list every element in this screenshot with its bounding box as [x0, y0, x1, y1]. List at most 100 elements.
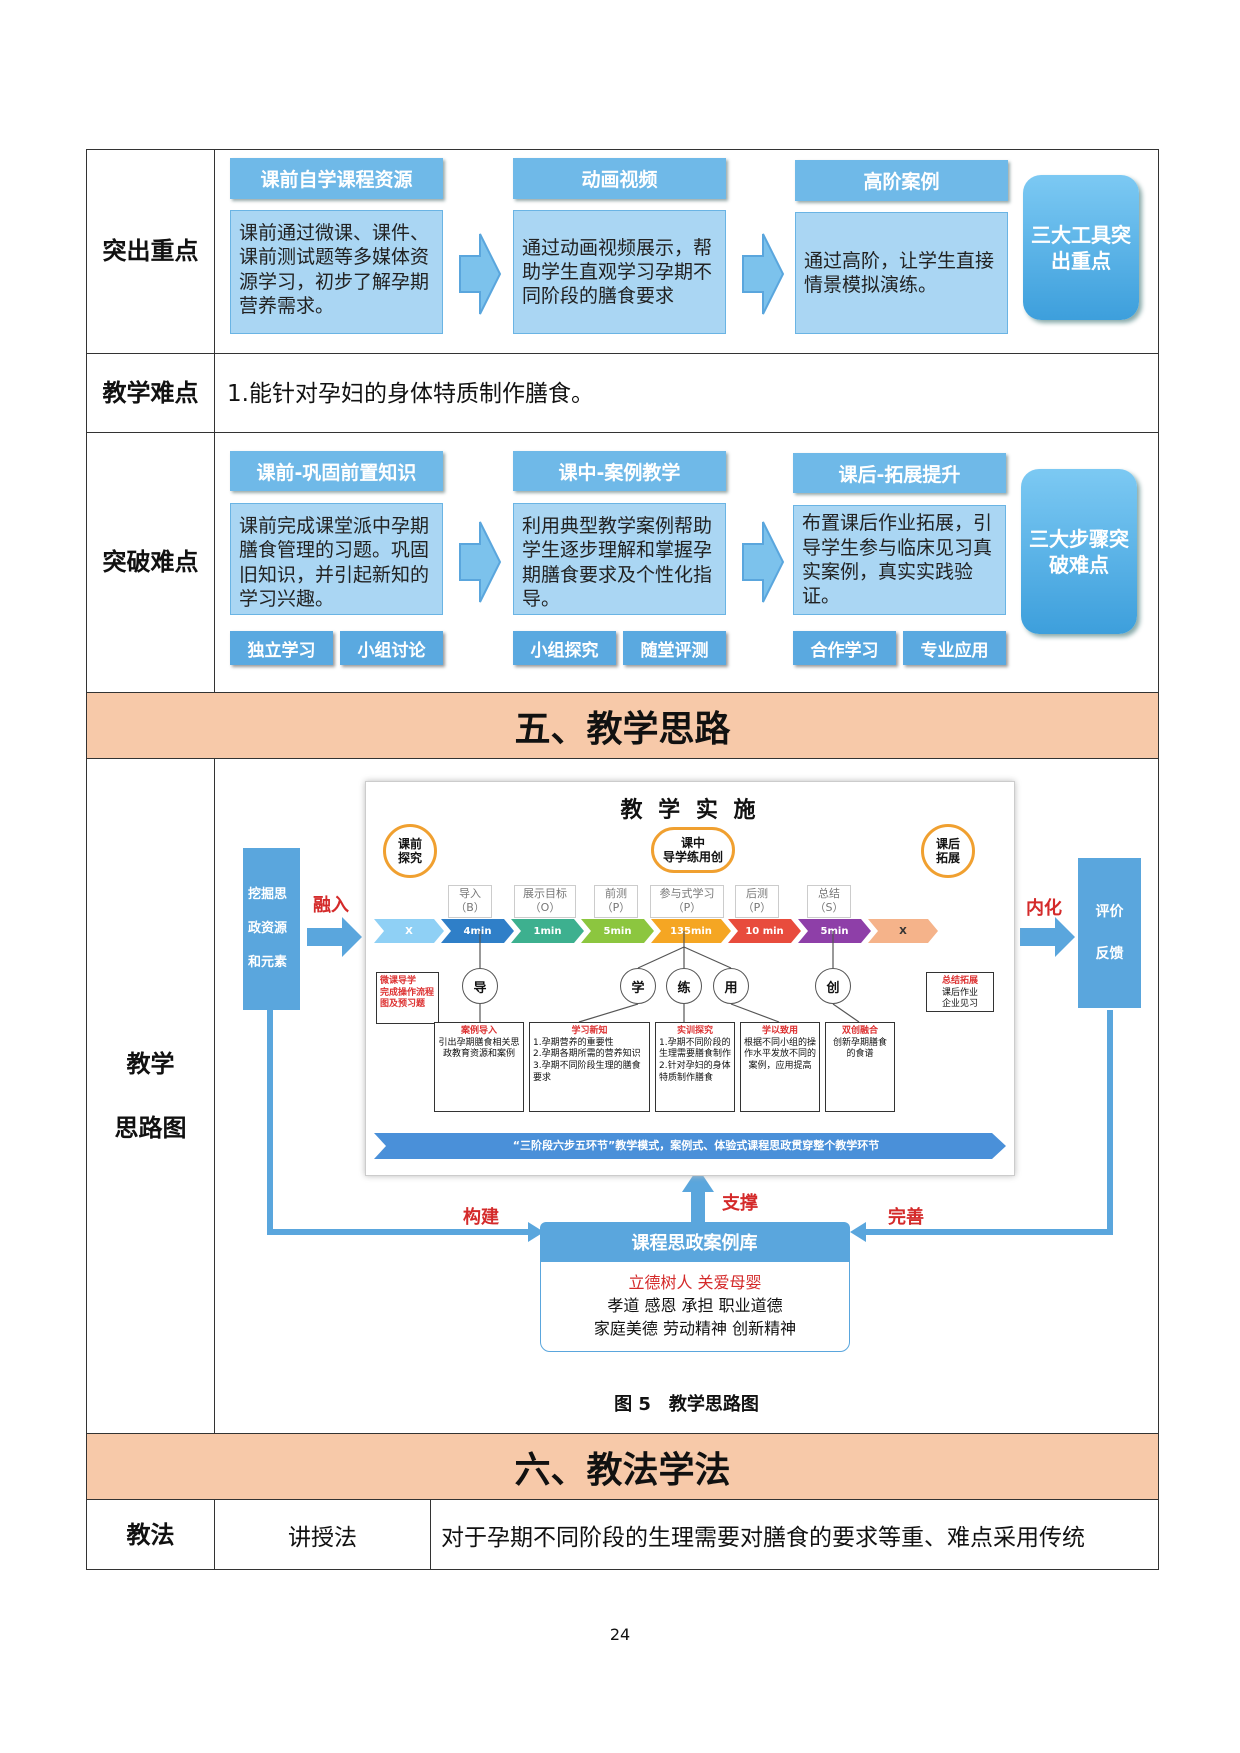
stage-code: （P） — [672, 901, 702, 915]
step-body: 布置课后作业拓展，引导学生参与临床见习真实案例，真实实践验证。 — [793, 505, 1006, 615]
side-text: 评价 — [1095, 904, 1124, 920]
timeline-segment: 5min — [581, 919, 654, 943]
row-breakthrough: 突破难点 课前-巩固前置知识 课前完成课堂派中孕期膳食管理的习题。巩固旧知识，并… — [87, 433, 1158, 693]
stage-code: （B） — [455, 901, 485, 915]
stage-tag: 展示目标（O） — [514, 885, 576, 918]
timeline-segment: 10 min — [728, 919, 801, 943]
section-title: 五、教学思路 — [87, 693, 1158, 759]
box-body: 1.孕期营养的重要性 2.孕期各期所需的营养知识 3.孕期不同阶段生理的膳食要求 — [533, 1037, 641, 1083]
stage-tag: 参与式学习（P） — [650, 885, 724, 918]
side-text: 挖掘思 — [248, 887, 288, 903]
timeline-segment: 4min — [441, 919, 514, 943]
stage-tag: 导入（B） — [448, 885, 492, 918]
post-class-circle: 课后 拓展 — [921, 824, 975, 878]
box-head: 学以致用 — [761, 1026, 798, 1036]
stage-tag: 后测（P） — [735, 885, 779, 918]
case-library: 课程思政案例库 立德树人 关爱母婴 孝道 感恩 承担 职业道德 家庭美德 劳动精… — [539, 1221, 850, 1352]
node-yong: 用 — [713, 968, 749, 1004]
label-line: 教学 — [126, 1050, 175, 1078]
breakthrough-flow: 课前-巩固前置知识 课前完成课堂派中孕期膳食管理的习题。巩固旧知识，并引起新知的… — [215, 433, 1158, 692]
three-tools-badge: 三大工具突出重点 — [1023, 175, 1139, 320]
box-body: 创新孕期膳食的食谱 — [832, 1037, 887, 1060]
section-title: 六、教法学法 — [87, 1434, 1158, 1500]
timeline-segment: 135min — [651, 919, 731, 943]
stage-tag: 总结（S） — [807, 885, 851, 918]
stage-name: 导入 — [459, 887, 481, 900]
stage-tag: 前测（P） — [594, 885, 638, 918]
row-label: 教学难点 — [87, 354, 215, 432]
row-key-points: 突出重点 课前自学课程资源 课前通过微课、课件、课前测试题等多媒体资源学习，初步… — [87, 150, 1158, 354]
row-difficulty: 教学难点 1.能针对孕妇的身体特质制作膳食。 — [87, 354, 1158, 433]
row-label: 教法 — [87, 1500, 215, 1570]
stage-box: 学习新知 1.孕期营养的重要性 2.孕期各期所需的营养知识 3.孕期不同阶段生理… — [529, 1022, 650, 1112]
timeline-segment: 5min — [798, 919, 871, 943]
box-head: 案例导入 — [460, 1026, 497, 1036]
method-chip: 小组探究 — [513, 631, 616, 665]
box-body: 引出孕期膳食相关思政教育资源和案例 — [438, 1037, 520, 1060]
stage-box: 实训探究 1.孕期不同阶段的生理需要膳食制作 2.针对孕妇的身体特质制作膳食 — [655, 1022, 735, 1112]
stage-box: 案例导入 引出孕期膳食相关思政教育资源和案例 — [434, 1022, 524, 1112]
label-line: 思路图 — [114, 1114, 187, 1142]
stage-code: （O） — [529, 901, 561, 915]
step-body: 通过高阶，让学生直接情景模拟演练。 — [795, 212, 1008, 334]
step-body: 课前通过微课、课件、课前测试题等多媒体资源学习，初步了解孕期营养需求。 — [230, 210, 443, 334]
in-class-circle: 课中 导学练用创 — [651, 827, 735, 873]
arrow-right-icon — [459, 233, 502, 315]
content-table: 突出重点 课前自学课程资源 课前通过微课、课件、课前测试题等多媒体资源学习，初步… — [86, 149, 1159, 1570]
method-chip: 合作学习 — [793, 631, 896, 665]
post-class-box: 总结拓展 课后作业 企业见习 — [926, 972, 994, 1012]
side-text: 和元素 — [248, 954, 288, 970]
panel-title: 教 学 实 施 — [620, 798, 760, 823]
key-points-flow: 课前自学课程资源 课前通过微课、课件、课前测试题等多媒体资源学习，初步了解孕期营… — [215, 150, 1158, 353]
stage-name: 总结 — [818, 887, 840, 900]
box-head: 双创融合 — [841, 1026, 878, 1036]
banner-text: “三阶段六步五环节”教学模式，案例式、体验式课程思政贯穿整个教学环节 — [512, 1139, 880, 1152]
arrow-right-icon — [459, 521, 502, 603]
step-title: 课后-拓展提升 — [793, 453, 1006, 493]
method-name: 讲授法 — [215, 1500, 431, 1570]
page-number: 24 — [609, 1625, 631, 1644]
timeline-segment: X — [374, 919, 444, 943]
method-chip: 随堂评测 — [623, 631, 726, 665]
library-line: 家庭美德 劳动精神 创新精神 — [593, 1319, 797, 1339]
stage-name: 后测 — [746, 887, 768, 900]
stage-code: （P） — [601, 901, 631, 915]
wanshan-label: 完善 — [888, 1207, 924, 1228]
stage-code: （P） — [742, 901, 772, 915]
figure-caption: 图 5 教学思路图 — [614, 1394, 759, 1415]
arrow-right-icon — [742, 521, 785, 603]
box-head: 总结拓展 — [941, 976, 978, 986]
step-body: 利用典型教学案例帮助学生逐步理解和掌握孕期膳食要求及个性化指导。 — [513, 503, 726, 615]
stage-name: 参与式学习 — [659, 887, 715, 900]
stage-name: 前测 — [605, 887, 627, 900]
step-title: 高阶案例 — [795, 160, 1008, 201]
node-dao: 导 — [462, 968, 498, 1004]
step-body: 通过动画视频展示，帮助学生直观学习孕期不同阶段的膳食要求 — [513, 210, 726, 334]
row-label: 突出重点 — [87, 150, 215, 353]
left-source-panel: 挖掘思 政资源 和元素 — [243, 848, 300, 1010]
three-steps-badge: 三大步骤突破难点 — [1021, 469, 1137, 634]
stage-name: 展示目标 — [523, 887, 567, 900]
row-teaching-method: 教法 讲授法 对于孕期不同阶段的生理需要对膳食的要求等重、难点采用传统 — [87, 1500, 1158, 1570]
box-head: 学习新知 — [571, 1026, 608, 1036]
node-chuang: 创 — [815, 968, 851, 1004]
box-body: 课后作业 企业见习 — [941, 987, 978, 1010]
box-head: 实训探究 — [676, 1026, 713, 1036]
timeline-segment: X — [868, 919, 938, 943]
difficulty-text: 1.能针对孕妇的身体特质制作膳食。 — [227, 381, 594, 407]
library-line: 孝道 感恩 承担 职业道德 — [607, 1296, 783, 1316]
pre-class-circle: 课前 探究 — [383, 824, 437, 878]
right-feedback-panel: 评价 反馈 — [1078, 858, 1141, 1008]
box-body: 根据不同小组的操作水平发放不同的案例，应用提高 — [744, 1037, 817, 1072]
zhicheng-label: 支撑 — [722, 1193, 758, 1214]
step-title: 动画视频 — [513, 158, 726, 199]
box-body: 1.孕期不同阶段的生理需要膳食制作 2.针对孕妇的身体特质制作膳食 — [659, 1037, 732, 1083]
step-title: 课前-巩固前置知识 — [230, 451, 443, 491]
method-chip: 小组讨论 — [340, 631, 443, 665]
step-title: 课前自学课程资源 — [230, 158, 443, 199]
stage-box: 双创融合 创新孕期膳食的食谱 — [825, 1022, 895, 1112]
library-title: 课程思政案例库 — [539, 1221, 850, 1262]
stage-code: （S） — [814, 901, 844, 915]
